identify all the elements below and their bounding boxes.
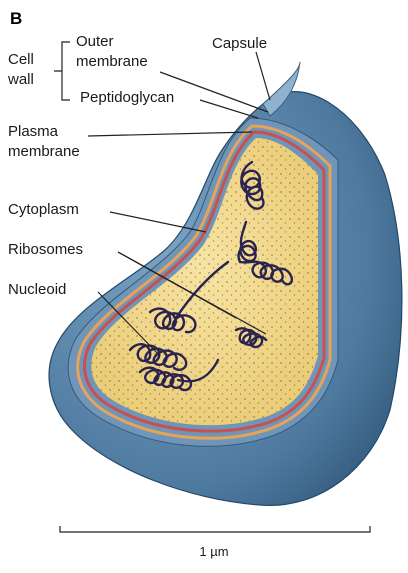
peptidoglycan-leader: [200, 100, 258, 118]
scale-bar-label: 1 µm: [199, 544, 228, 559]
peptidoglycan-label: Peptidoglycan: [80, 89, 174, 106]
outer-membrane-label-line1: Outer: [76, 33, 114, 50]
capsule-label: Capsule: [212, 35, 267, 52]
panel-label: B: [10, 9, 22, 28]
cell-wall-label-line1: Cell: [8, 51, 34, 68]
capsule-leader: [256, 52, 270, 100]
cytoplasm-label: Cytoplasm: [8, 201, 79, 218]
bacterium-cell: [49, 62, 402, 505]
cell-wall-label-line2: wall: [7, 71, 34, 88]
plasma-membrane-label-line1: Plasma: [8, 123, 59, 140]
plasma-membrane-leader: [88, 132, 252, 136]
ribosomes-label: Ribosomes: [8, 241, 83, 258]
scale-bar-line: [60, 526, 370, 532]
nucleoid-label: Nucleoid: [8, 281, 66, 298]
cell-wall-bracket: [54, 42, 70, 100]
plasma-membrane-label-line2: membrane: [8, 143, 80, 160]
outer-membrane-leader: [160, 72, 268, 112]
outer-membrane-label-line2: membrane: [76, 53, 148, 70]
scale-bar: 1 µm: [60, 526, 370, 559]
